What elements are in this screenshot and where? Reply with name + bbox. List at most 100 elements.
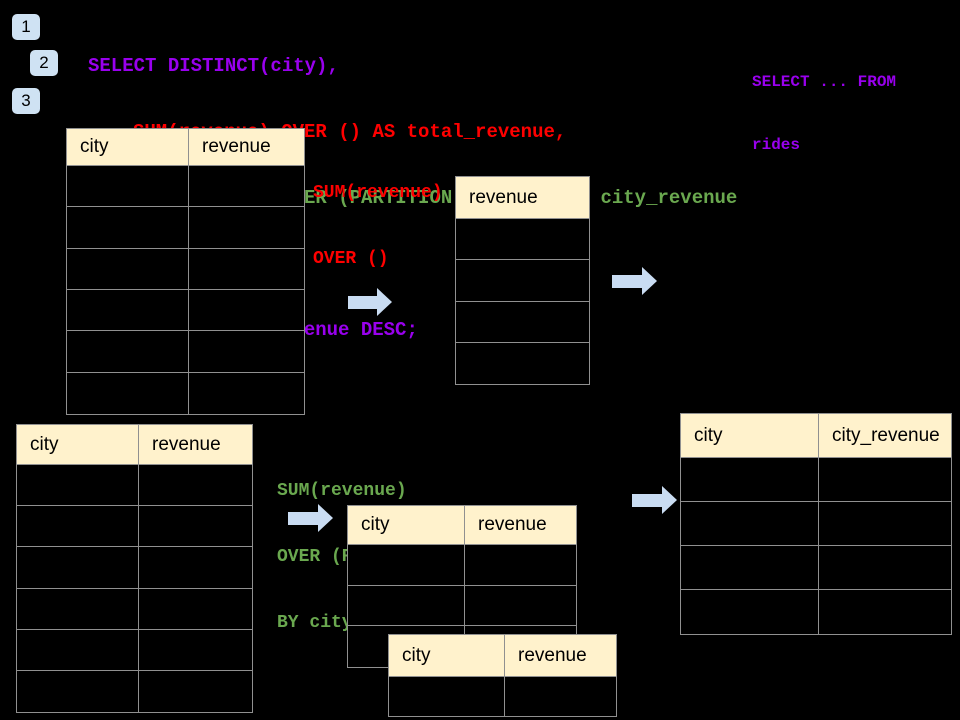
table-partition-overlay: city revenue: [388, 634, 617, 717]
empty-cell: [504, 677, 616, 716]
empty-cell: [138, 465, 252, 506]
column-header-revenue: revenue: [504, 635, 616, 676]
table-row: [17, 588, 252, 630]
empty-cell: [348, 586, 464, 626]
table-row: [456, 302, 589, 343]
arrow-head: [377, 288, 392, 316]
arrow-right-icon: [288, 504, 333, 532]
empty-cell: [17, 506, 138, 546]
table-row: [348, 585, 576, 627]
arrow-right-icon: [348, 288, 392, 316]
column-header-city: city: [30, 433, 59, 455]
column-header-revenue: revenue: [138, 425, 252, 464]
arrow-head: [318, 504, 333, 532]
empty-cell: [456, 302, 589, 342]
empty-cell: [464, 545, 576, 585]
table-header-row: revenue: [456, 177, 589, 219]
sql-line-select: SELECT DISTINCT(city),: [88, 55, 339, 77]
table-row: [681, 458, 951, 502]
empty-cell: [138, 547, 252, 588]
table-header-row: city revenue: [67, 129, 304, 166]
column-header-city: city: [402, 644, 431, 666]
step-badge-2: 2: [30, 50, 58, 76]
table-row: [456, 260, 589, 302]
table-row: [17, 670, 252, 712]
column-header-city: city: [80, 136, 109, 157]
annotation-total-line-1: SUM(revenue): [313, 183, 443, 203]
empty-cell: [818, 502, 951, 545]
empty-cell: [348, 545, 464, 585]
empty-cell: [818, 458, 951, 501]
arrow-shaft: [632, 493, 662, 507]
step-badge-1: 1: [12, 14, 40, 40]
empty-cell: [138, 629, 252, 670]
empty-cell: [456, 219, 589, 259]
empty-cell: [17, 547, 138, 587]
table-row: [456, 219, 589, 261]
empty-cell: [456, 260, 589, 300]
arrow-head: [662, 486, 677, 514]
table-row: [17, 629, 252, 671]
empty-cell: [17, 630, 138, 670]
table-row: [67, 331, 304, 373]
table-revenue-only: revenue: [455, 176, 590, 385]
column-header-revenue: revenue: [469, 186, 538, 208]
arrow-right-icon: [632, 486, 677, 514]
arrow-shaft: [612, 274, 642, 288]
annotation-sum-over-all: SUM(revenue) OVER (): [313, 138, 443, 314]
step-badge-3: 3: [12, 88, 40, 114]
empty-cell: [188, 289, 304, 331]
table-row: [67, 372, 304, 414]
empty-cell: [17, 671, 138, 712]
table-row: [389, 677, 616, 716]
column-header-city: city: [694, 424, 723, 446]
table-row: [17, 547, 252, 589]
empty-cell: [67, 290, 188, 330]
table-row: [456, 343, 589, 384]
column-header-revenue: revenue: [464, 506, 576, 544]
table-result: city city_revenue: [680, 413, 952, 635]
table-header-row: city revenue: [389, 635, 616, 677]
empty-cell: [456, 343, 589, 384]
arrow-shaft: [348, 295, 377, 309]
table-header-row: city revenue: [348, 506, 576, 545]
arrow-shaft: [288, 511, 318, 525]
empty-cell: [67, 166, 188, 206]
empty-cell: [138, 670, 252, 712]
table-row: [67, 166, 304, 208]
arrow-head: [642, 267, 657, 295]
note-select-from-rides: SELECT ... FROM rides: [752, 30, 896, 198]
empty-cell: [188, 372, 304, 414]
table-header-row: city city_revenue: [681, 414, 951, 458]
empty-cell: [188, 331, 304, 372]
empty-cell: [681, 546, 818, 589]
empty-cell: [67, 373, 188, 414]
empty-cell: [138, 588, 252, 629]
empty-cell: [681, 590, 818, 634]
table-row: [348, 545, 576, 586]
annotation-partition-line-1: SUM(revenue): [277, 481, 407, 501]
empty-cell: [188, 207, 304, 248]
empty-cell: [67, 331, 188, 371]
table-row: [17, 506, 252, 548]
empty-cell: [464, 585, 576, 626]
empty-cell: [138, 506, 252, 547]
empty-cell: [818, 546, 951, 589]
table-row: [67, 207, 304, 249]
table-source-bottom: city revenue: [16, 424, 253, 713]
table-row: [681, 590, 951, 634]
table-row: [17, 465, 252, 507]
empty-cell: [188, 166, 304, 207]
empty-cell: [681, 458, 818, 501]
arrow-right-icon: [612, 267, 657, 295]
table-row: [681, 502, 951, 546]
table-header-row: city revenue: [17, 425, 252, 465]
empty-cell: [17, 465, 138, 505]
table-row: [681, 546, 951, 590]
column-header-city-revenue: city_revenue: [818, 414, 951, 457]
empty-cell: [389, 677, 504, 716]
table-row: [67, 248, 304, 290]
note-line-2: rides: [752, 136, 801, 154]
note-line-1: SELECT ... FROM: [752, 73, 897, 91]
